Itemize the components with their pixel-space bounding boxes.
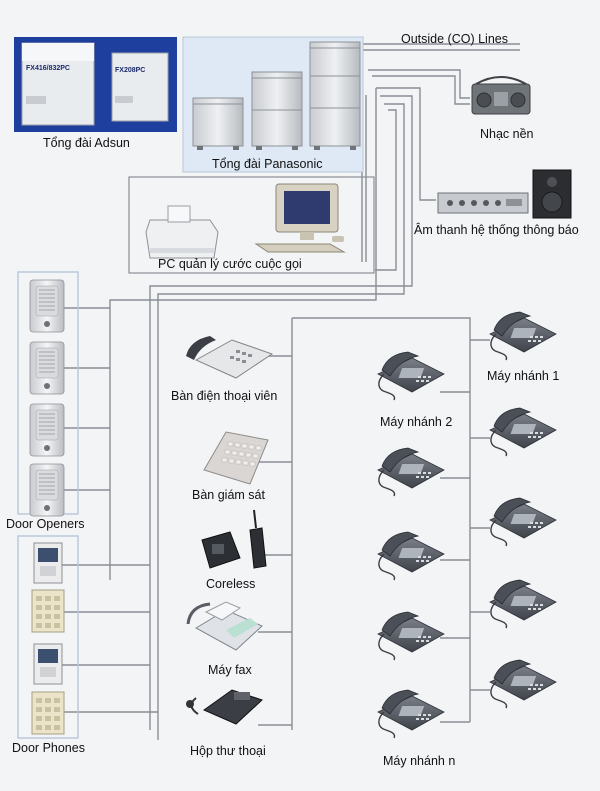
door-phones-label: Door Phones [12,741,85,755]
monitor-console-label: Bàn giám sát [192,488,265,502]
door-opener-icon [29,341,65,395]
desk-phone-icon [489,497,557,547]
panasonic-pbx-panel [182,36,364,173]
adsun-model-right: FX208PC [115,67,145,74]
computer-icon [254,183,346,253]
adsun-label: Tổng đài Adsun [43,136,130,150]
desk-phone-icon [489,659,557,709]
pbx-cabinet-icon [251,71,303,147]
door-openers-group [17,271,79,517]
adsun-pbx-panel: FX416/832PC FX208PC [14,37,177,132]
operator-console-label: Bàn điện thoại viên [171,389,278,403]
adsun-unit-small [111,52,169,122]
music-label: Nhạc nền [480,127,534,141]
door-openers-label: Door Openers [6,517,85,531]
door-phone-icon [31,691,65,735]
desk-phone-icon [489,579,557,629]
door-phone-icon [33,542,63,584]
monitor-console-icon [203,431,269,485]
desk-phone-icon [377,689,445,739]
door-opener-icon [29,463,65,517]
speaker-icon [532,169,572,219]
desk-phone-icon [377,447,445,497]
voicemail-box-icon [186,689,263,725]
fax-label: Máy fax [208,663,252,677]
door-phones-group [17,535,79,739]
co-lines-label: Outside (CO) Lines [401,32,508,46]
door-phones-frame [17,535,79,739]
amplifier-icon [437,192,529,214]
desk-phone-icon [489,311,557,361]
extension-2-label: Máy nhánh 2 [380,415,453,429]
pbx-cabinet-icon [309,41,361,147]
desk-phone-icon [377,531,445,581]
extension-n-label: Máy nhánh n [383,754,456,768]
door-phone-icon [33,643,63,685]
connection-lines [62,43,520,740]
desk-phone-icon [489,407,557,457]
fax-icon [186,601,263,651]
adsun-model-left: FX416/832PC [26,65,70,72]
panasonic-label: Tổng đài Panasonic [212,157,323,171]
printer-icon [145,205,219,259]
pc-billing-frame [128,176,375,274]
cordless-phone-icon [201,509,267,569]
door-opener-icon [29,403,65,457]
door-phone-icon [31,589,65,633]
boombox-icon [471,76,531,115]
desk-phone-icon [377,611,445,661]
extension-1-label: Máy nhánh 1 [487,369,560,383]
pbx-cabinet-icon [192,97,244,147]
desk-phone-icon [377,351,445,401]
door-opener-icon [29,279,65,333]
cordless-label: Coreless [206,577,256,591]
pc-billing-label: PC quản lý cước cuộc gọi [158,257,302,271]
voicemail-label: Hộp thư thoại [190,744,266,758]
pa-system-label: Âm thanh hệ thống thông báo [414,223,579,237]
pc-billing-group [128,176,375,274]
operator-console-icon [186,336,274,379]
